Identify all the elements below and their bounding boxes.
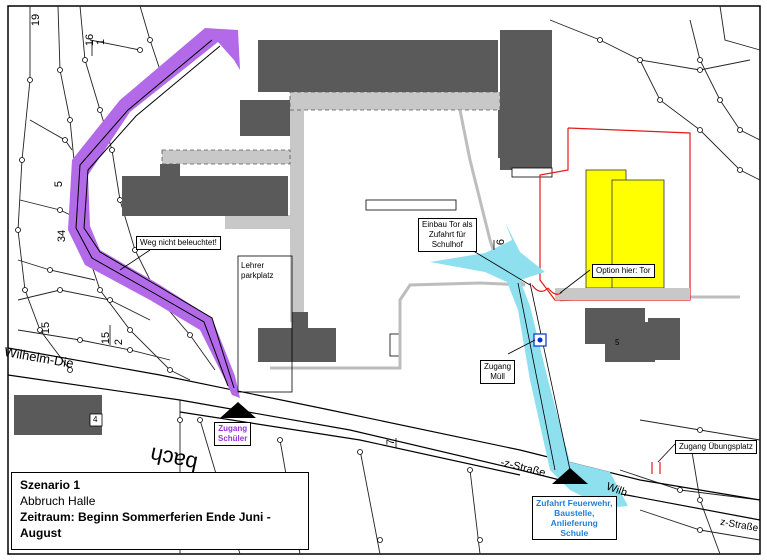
label-zugang-muell: Zugang Müll — [480, 360, 516, 384]
parcel-fraction-bars — [91, 40, 495, 448]
access-edge-line — [517, 282, 556, 471]
label-zugang-uebungsplatz: Zugang Übungsplatz — [675, 440, 757, 454]
access-edge-line-2 — [529, 282, 571, 471]
parcel-number-1: 1 — [95, 38, 108, 46]
parcel-number-7: 7 — [385, 438, 398, 446]
legend-subtitle: Abbruch Halle — [20, 494, 96, 508]
fire-access-marker — [552, 468, 588, 484]
parcel-number-5: 5 — [53, 180, 66, 188]
label-zufahrt-2: Baustelle, — [554, 508, 595, 518]
parcel-number-6: 6 — [495, 238, 508, 246]
street-lines — [7, 347, 761, 521]
parcel-number-4: 4 — [93, 415, 98, 424]
label-zufahrt-3: Anlieferung — [550, 518, 598, 528]
fire-access-blue — [430, 222, 628, 508]
parcel-number-15b: 15 — [100, 331, 113, 345]
building-bottom-left — [14, 395, 102, 435]
parcel-number-2: 2 — [113, 338, 126, 346]
label-zugang-muell-1: Zugang — [484, 362, 512, 371]
label-zufahrt-4: Schule — [560, 528, 589, 538]
student-path-line — [75, 39, 229, 387]
label-lehrer-parkplatz: Lehrer parkplatz — [241, 261, 273, 281]
hall-path — [555, 288, 690, 300]
school-paths — [162, 92, 500, 322]
student-path-purple — [68, 28, 240, 398]
label-zufahrt-feuerwehr: Zufahrt Feuerwehr, Baustelle, Anlieferun… — [532, 496, 617, 540]
label-zugang-schueler: Zugang Schüler — [214, 422, 252, 446]
legend-period: Zeitraum: Beginn Sommerferien Ende Juni … — [20, 510, 271, 540]
label-zugang-muell-2: Müll — [490, 372, 505, 381]
label-zugang-schueler-2: Schüler — [218, 434, 248, 443]
label-zugang-schueler-1: Zugang — [218, 424, 248, 433]
label-lehrer: Lehrer — [241, 261, 265, 270]
label-einbau-tor: Einbau Tor als Zufahrt für Schulhof — [418, 218, 477, 252]
label-weg-nicht-beleuchtet: Weg nicht beleuchtet! — [136, 236, 221, 250]
small-structure-2 — [511, 167, 553, 178]
parcel-number-34: 34 — [56, 229, 69, 243]
label-parkplatz: parkplatz — [241, 271, 274, 280]
label-einbau-tor-3: Schulhof — [431, 240, 463, 249]
parcel-number-15a: 15 — [40, 321, 53, 335]
blue-dot-marker — [537, 337, 543, 343]
school-yard-feature — [365, 199, 457, 211]
student-path-line-2 — [83, 45, 235, 389]
parcel-number-5b: 5 — [615, 338, 620, 347]
gate-arc-right — [547, 287, 563, 295]
parcel-number-19: 19 — [30, 13, 43, 27]
building-marker-box — [89, 413, 103, 427]
label-option-tor: Option hier: Tor — [592, 264, 655, 278]
student-access-marker — [220, 402, 256, 418]
scenario-legend: Szenario 1 Abbruch Halle Zeitraum: Begin… — [11, 472, 309, 550]
legend-scenario: Szenario 1 — [20, 478, 81, 492]
school-buildings — [122, 30, 680, 362]
label-einbau-tor-1: Einbau Tor als — [422, 220, 473, 229]
label-einbau-tor-2: Zufahrt für — [428, 230, 466, 239]
label-zufahrt-1: Zufahrt Feuerwehr, — [536, 498, 613, 508]
gate-arc-left — [531, 284, 549, 292]
demolition-boundary — [539, 127, 691, 301]
teacher-parking-box — [237, 255, 293, 393]
